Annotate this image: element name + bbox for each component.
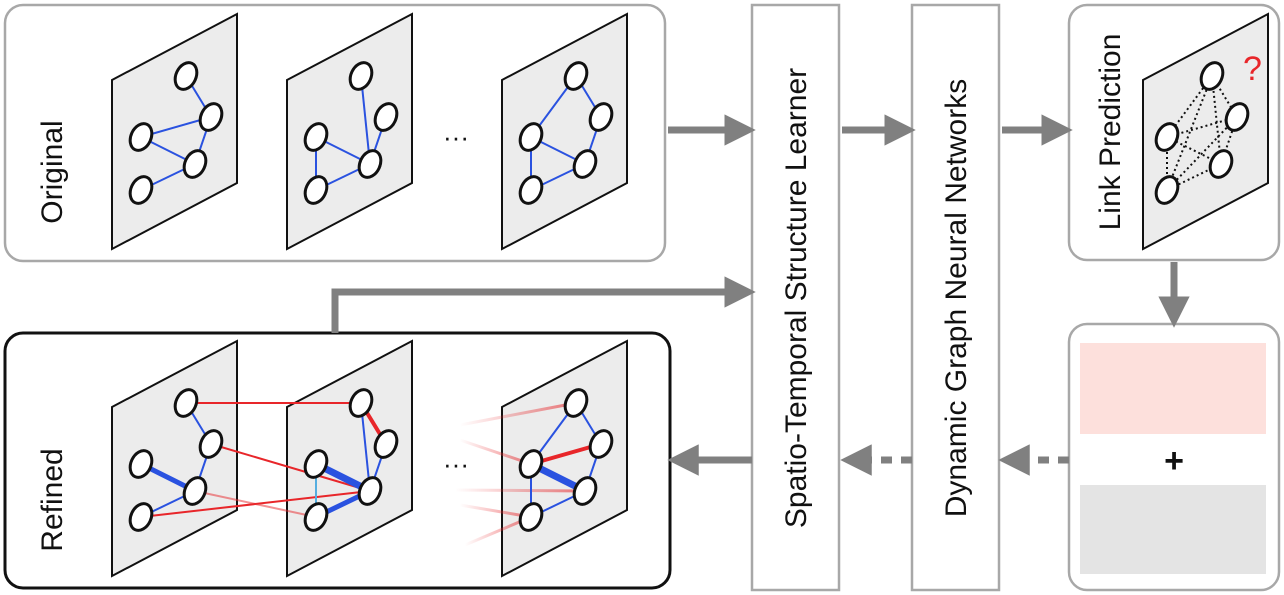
- graph-node: [563, 388, 589, 418]
- graph-node: [518, 502, 544, 532]
- graph-node: [173, 61, 199, 91]
- arrow-refined-feedback-to-learner: [331, 276, 756, 333]
- graph-node: [128, 122, 154, 152]
- graph-node: [1154, 175, 1180, 205]
- graph-node: [518, 175, 544, 205]
- dgnn-label: Dynamic Graph Neural Networks: [940, 79, 973, 517]
- graph-node: [182, 149, 208, 179]
- arrows: [331, 114, 1190, 476]
- dgnn-block: [910, 3, 1001, 592]
- faded-temporal-edges: [454, 401, 586, 547]
- graph-node: [348, 61, 374, 91]
- graph-node: [518, 449, 544, 479]
- graph-node: [588, 102, 614, 132]
- graph-node: [198, 429, 224, 459]
- link-prediction-label: Link Prediction: [1094, 34, 1127, 231]
- loss-term-bottom: [1080, 485, 1266, 574]
- graph-node: [1208, 149, 1234, 179]
- structure-learner-block: [750, 3, 841, 592]
- graph-node: [182, 476, 208, 506]
- graph-node: [348, 388, 374, 418]
- graph-node: [198, 102, 224, 132]
- graph-node: [357, 149, 383, 179]
- original-ellipsis: ···: [443, 122, 469, 152]
- refined-nodes: [128, 388, 614, 532]
- original-snapshot-1: [111, 12, 238, 251]
- graph-node: [128, 175, 154, 205]
- graph-node: [588, 429, 614, 459]
- refined-ellipsis: ···: [443, 449, 469, 479]
- graph-node: [303, 502, 329, 532]
- refined-label: Refined: [36, 448, 69, 551]
- graph-node: [128, 502, 154, 532]
- plus-sign: +: [1164, 442, 1184, 480]
- graph-node: [1224, 102, 1250, 132]
- original-snapshot-2: [286, 12, 413, 251]
- graph-node: [563, 61, 589, 91]
- graph-node: [1199, 61, 1225, 91]
- graph-node: [357, 476, 383, 506]
- graph-node: [1154, 122, 1180, 152]
- question-mark: ?: [1243, 50, 1262, 88]
- graph-node: [173, 388, 199, 418]
- graph-node: [373, 102, 399, 132]
- temporal-edges: [140, 402, 371, 518]
- graph-node: [128, 449, 154, 479]
- link-prediction-graph: ?: [1142, 12, 1269, 251]
- structure-learner-label: Spatio-Temporal Structure Learner: [780, 68, 813, 528]
- graph-node: [303, 175, 329, 205]
- loss-term-top: [1080, 343, 1266, 434]
- graph-node: [303, 449, 329, 479]
- graph-node: [373, 429, 399, 459]
- graph-node: [303, 122, 329, 152]
- graph-node: [572, 149, 598, 179]
- graph-node: [572, 476, 598, 506]
- original-label: Original: [36, 120, 69, 223]
- graph-node: [518, 122, 544, 152]
- original-snapshot-3: [501, 12, 628, 251]
